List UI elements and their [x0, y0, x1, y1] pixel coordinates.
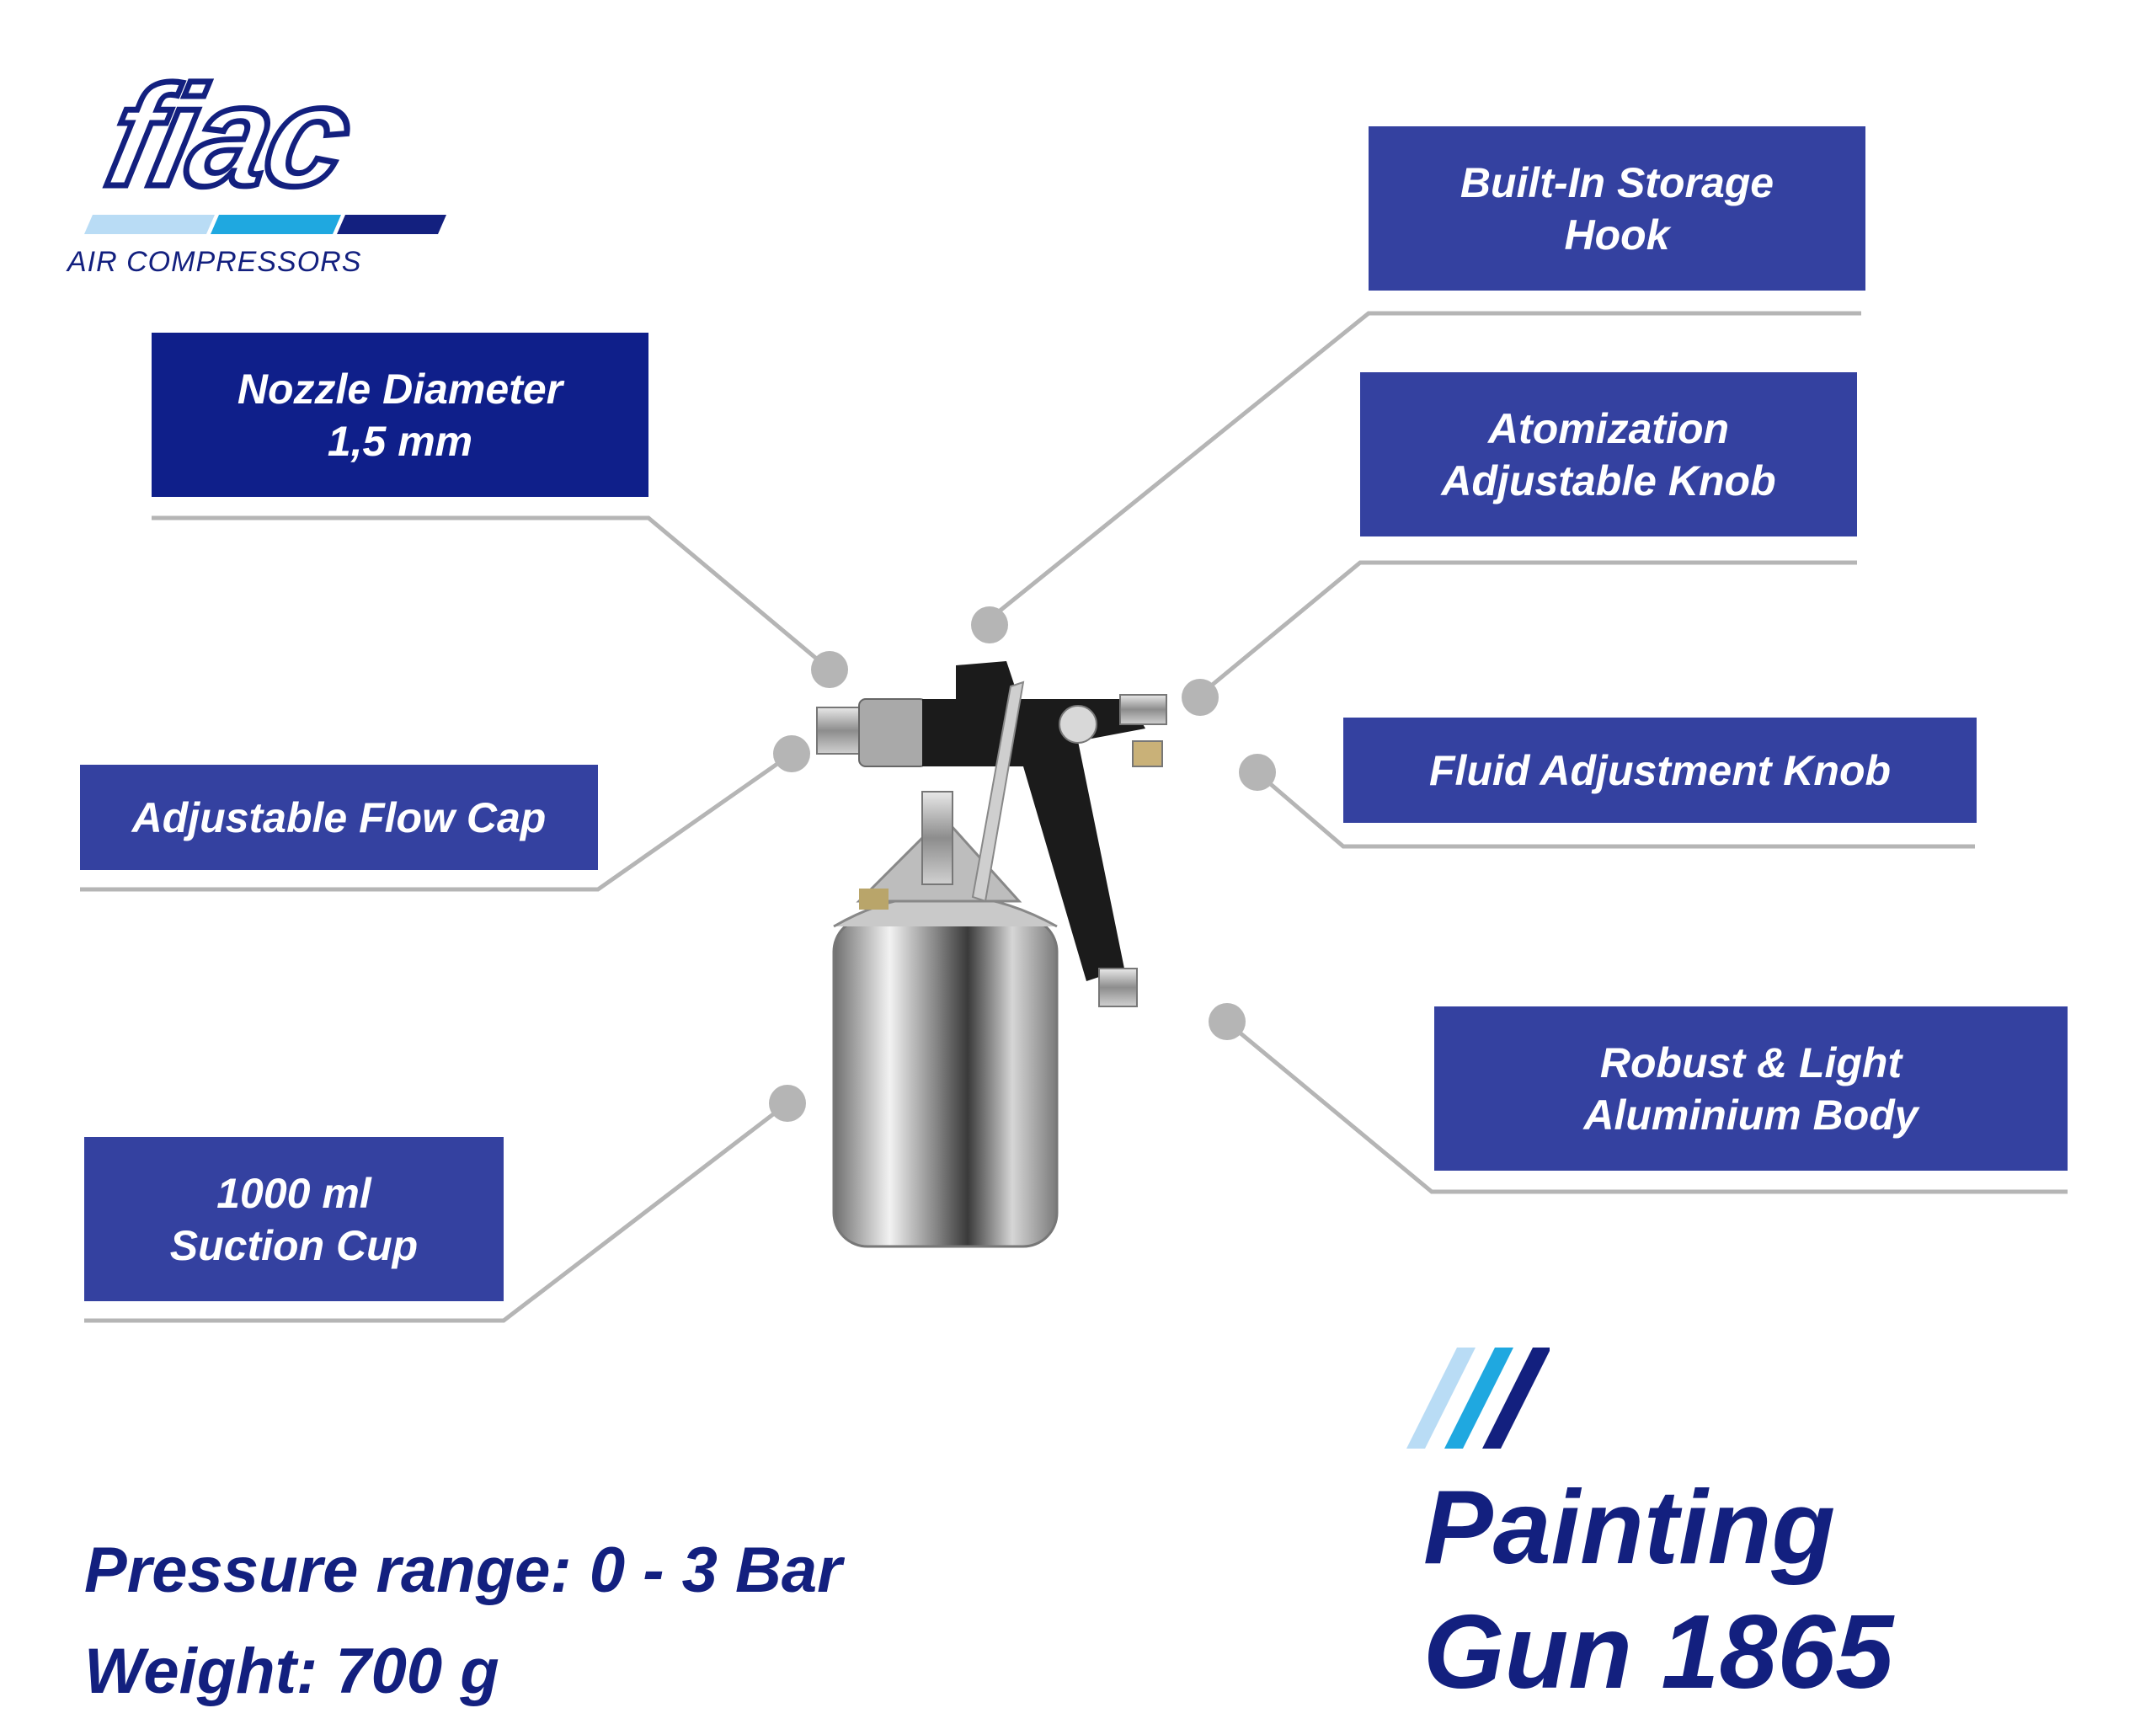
logo-tagline: AIR COMPRESSORS	[66, 246, 361, 278]
logo-wordmark: fiac	[94, 67, 364, 216]
fluid-adjustment-knob-label: Fluid Adjustment Knob	[1343, 718, 1977, 823]
fiac-logo: fiac AIR COMPRESSORS	[66, 67, 446, 278]
product-title: Painting Gun 1865	[1423, 1470, 1894, 1711]
suction-cup-label: 1000 ml Suction Cup	[84, 1137, 504, 1301]
weight-spec: Weight: 700 g	[84, 1636, 499, 1707]
storage-hook-label: Built-In Storage Hook	[1369, 126, 1865, 291]
atomization-knob-label: Atomization Adjustable Knob	[1360, 372, 1857, 536]
adjustable-flow-cap-label: Adjustable Flow Cap	[80, 765, 598, 870]
nozzle-diameter-label: Nozzle Diameter 1,5 mm	[152, 333, 648, 497]
title-stripes-icon	[1406, 1348, 1550, 1449]
spray-gun-icon	[816, 661, 1167, 1248]
pressure-range-spec: Pressure range: 0 - 3 Bar	[84, 1535, 842, 1606]
aluminium-body-label: Robust & Light Aluminium Body	[1434, 1006, 2068, 1171]
